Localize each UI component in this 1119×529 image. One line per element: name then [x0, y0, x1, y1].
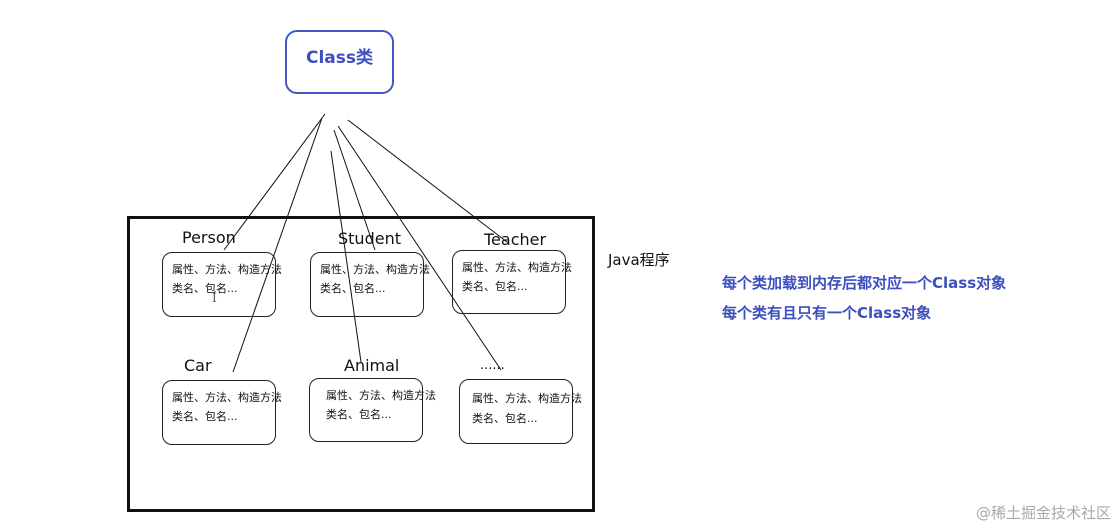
card-attributes-line: 属性、方法、构造方法 [326, 389, 436, 402]
card-attributes-line: 属性、方法、构造方法 [172, 391, 282, 404]
card-attributes-line: 属性、方法、构造方法 [172, 263, 282, 276]
card-names-line: 类名、包名... [320, 282, 386, 295]
card-names-line: 类名、包名... [326, 408, 392, 421]
text-cursor-icon: I [212, 291, 217, 305]
class-root-label: Class类 [305, 47, 373, 68]
card-attributes-line: 属性、方法、构造方法 [472, 392, 582, 405]
card-attributes-line: 属性、方法、构造方法 [320, 263, 430, 276]
card-attributes-line: 属性、方法、构造方法 [462, 261, 572, 274]
class-name-teacher: Teacher [484, 230, 547, 249]
card-names-line: 类名、包名... [462, 280, 528, 293]
card-names-line: 类名、包名... [472, 412, 538, 425]
card-names-line: 类名、包名... [172, 282, 238, 295]
java-program-frame [127, 216, 595, 512]
java-program-label: Java程序 [608, 251, 670, 269]
class-name-person: Person [182, 228, 236, 247]
note-only-one-class-object: 每个类有且只有一个Class对象 [722, 304, 932, 322]
class-card-more: 属性、方法、构造方法 类名、包名... [459, 379, 582, 444]
note-class-object-per-class: 每个类加载到内存后都对应一个Class对象 [722, 274, 1007, 292]
class-card-car: 属性、方法、构造方法 类名、包名... [162, 380, 282, 445]
class-card-person: 属性、方法、构造方法 类名、包名... [162, 252, 282, 317]
class-name-more: ...... [480, 358, 505, 373]
class-name-animal: Animal [344, 356, 400, 375]
class-name-car: Car [184, 356, 212, 375]
class-card-teacher: 属性、方法、构造方法 类名、包名... [452, 250, 572, 314]
class-root-node: Class类 [285, 30, 394, 94]
class-card-student: 属性、方法、构造方法 类名、包名... [310, 252, 430, 317]
card-names-line: 类名、包名... [172, 410, 238, 423]
watermark: @稀土掘金技术社区 [975, 504, 1111, 522]
class-card-animal: 属性、方法、构造方法 类名、包名... [309, 378, 436, 442]
class-name-student: Student [338, 229, 401, 248]
